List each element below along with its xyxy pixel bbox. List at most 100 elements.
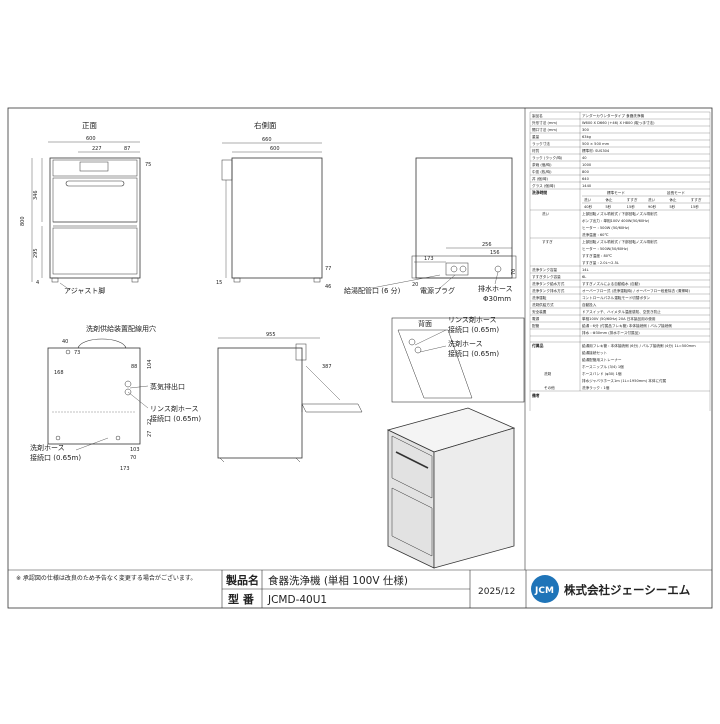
- misc-key: 洗浄タンク給水方式: [532, 281, 565, 286]
- dim-104: 104: [147, 359, 153, 369]
- acc-line: ホースニップル (3/4) 1個: [582, 364, 624, 369]
- misc-key: 電源: [532, 316, 540, 321]
- spec-value: 40: [582, 156, 587, 160]
- company-logo: [531, 575, 559, 603]
- spec-key: グラス (個/時): [532, 183, 556, 188]
- top-label: 洗剤供給装置配線用穴: [86, 324, 156, 333]
- adjuster-label: アジャスト脚: [64, 286, 105, 295]
- dim-27: 27: [147, 431, 153, 437]
- dim-173-rear: 173: [424, 256, 434, 262]
- product-value: 食器洗浄機 (単相 100V 仕様): [268, 574, 408, 587]
- dim-4: 4: [36, 280, 39, 286]
- spec-value: 500 × 500 mm: [582, 142, 610, 146]
- front-title: 正面: [82, 121, 97, 130]
- dim-87: 87: [124, 146, 130, 152]
- acc-line: 給湯配管用ストレーナー: [582, 357, 622, 362]
- dim-70-top: 70: [130, 455, 136, 461]
- misc-value: すすぎノズルによる自動給水 (自動): [582, 281, 640, 286]
- dim-15: 15: [216, 280, 222, 286]
- misc-value: 14L: [582, 268, 589, 272]
- cycle-col: すすぎ: [627, 197, 638, 202]
- cycle-val: 90秒: [648, 204, 657, 209]
- detergent-hose-2b-label: 接続口 (0.65m): [30, 453, 81, 462]
- dim-295: 295: [33, 248, 39, 258]
- spec-value: 63kg: [582, 135, 591, 139]
- back-label: 背面: [418, 319, 432, 328]
- detergent-hose-1b-label: 接続口 (0.65m): [448, 349, 499, 358]
- rinse-head: すすぎ: [542, 239, 553, 244]
- cycle-col: 休止: [669, 197, 677, 202]
- mid-side-view: 955 387: [217, 332, 363, 463]
- rinse-hose-1b-label: 接続口 (0.65m): [448, 325, 499, 334]
- top-view: 洗剤供給装置配線用穴 40 73 168 104 88 103 70 173 2…: [30, 324, 201, 472]
- rinse-line: ヒーター : 500W(50/60Hz): [582, 246, 629, 251]
- acc-sub: 洗剤: [544, 371, 552, 376]
- spec-key: 重量: [532, 134, 540, 139]
- product-label: 製品名: [225, 573, 259, 587]
- dim-227: 227: [92, 146, 102, 152]
- spec-key: 製品名: [532, 113, 543, 118]
- misc-key: 洗浄タンク排水方式: [532, 288, 565, 293]
- rinse-line: すすぎ温度 : 80℃: [582, 253, 612, 258]
- right-title: 右側面: [254, 120, 277, 130]
- spec-key: 中皿 (枚/時): [532, 169, 552, 174]
- front-view: 正面 600 227 87 75 800 346 295 4 アジャスト脚: [20, 121, 151, 295]
- steam-label: 蒸気排出口: [150, 382, 185, 391]
- misc-value: オーバーフロー式 (洗浄運転時) / オーバーフロー段差除去 (清掃時): [582, 288, 691, 293]
- cycle-col: すすぎ: [691, 197, 702, 202]
- spec-value: W600 X D660 (+46) X H800 (取っ手寸法): [582, 120, 655, 125]
- spec-key: 開口寸法 (mm): [532, 127, 558, 132]
- approval-note: ※ 承認図の仕様は改良のため予告なく変更する場合がございます。: [16, 574, 196, 582]
- acc-line: 給湯用フレキ管 : 本体接続側 (6分) / バルブ接続側 (4分) 1L=50…: [582, 343, 696, 348]
- cycle-val: 5秒: [605, 204, 611, 209]
- spec-value: 1000: [582, 163, 592, 167]
- model-value: JCMD-40U1: [267, 594, 327, 606]
- misc-key: すすぎタンク容量: [532, 274, 561, 279]
- dim-660: 660: [262, 137, 272, 143]
- right-side-view: 右側面 660 600 77 46 15: [216, 120, 331, 290]
- mode-long: 延長モード: [667, 190, 685, 195]
- detergent-hose-2-label: 洗剤ホース: [30, 443, 65, 452]
- misc-value: 給湯 : 6分 (付属品フレキ管) 本体接続側 / バルブ接続側: [582, 323, 672, 328]
- dim-600: 600: [86, 136, 96, 142]
- supply-label: 給湯配管口 (6 分): [344, 286, 401, 295]
- spec-key: ラック寸法: [532, 141, 550, 146]
- drain-dia-label: Φ30mm: [483, 295, 511, 303]
- spec-value: 640: [582, 177, 590, 181]
- dim-800: 800: [20, 216, 26, 226]
- misc-value: 6L: [582, 275, 586, 279]
- remarks-head: 備考: [532, 393, 540, 398]
- company-name: 株式会社ジェーシーエム: [564, 583, 691, 597]
- spec-key: 丼 (個/時): [532, 176, 549, 181]
- spec-key: 材質: [532, 148, 540, 153]
- misc-value: コントロールパネル運転モード切替ボタン: [582, 295, 651, 300]
- acc-line: 洗浄ラック : 1個: [582, 385, 610, 390]
- misc-value: 排水 : Φ30mm (排水ホース付属品): [582, 330, 640, 335]
- dim-77: 77: [325, 266, 331, 272]
- misc-key: 安全装置: [532, 309, 547, 314]
- drawing-date: 2025/12: [478, 587, 515, 597]
- spec-table: 製品名アンダーカウンタータイプ 食器洗浄機外形寸法 (mm)W600 X D66…: [529, 111, 711, 411]
- acc-head: 付属品: [532, 343, 544, 348]
- rinse-line: すすぎ量 : 2.0L〜2.5L: [582, 260, 619, 265]
- wash-line: 上部回転ノズル噴射式 / 下部回転ノズル噴射式: [582, 211, 658, 216]
- dim-75: 75: [145, 162, 151, 168]
- company-logo-text: JCM: [534, 586, 554, 596]
- rinse-hose-1-label: リンス剤ホース: [448, 315, 497, 324]
- wash-line: 洗浄温度 : 60℃: [582, 232, 608, 237]
- cycle-val: 15秒: [627, 204, 636, 209]
- cycle-col: 洗い: [648, 197, 656, 202]
- dim-22: 22: [147, 419, 153, 425]
- cycle-val: 15秒: [691, 204, 700, 209]
- cycle-head: 洗浄時間: [532, 190, 547, 195]
- dim-73: 73: [74, 350, 80, 356]
- back-detail: 背面 リンス剤ホース 接続口 (0.65m) 洗剤ホース 接続口 (0.65m): [391, 315, 525, 403]
- dim-46: 46: [325, 284, 331, 290]
- acc-line: 排水ジャバラホース1m (1L=1950mm) 本体に付属: [582, 378, 667, 383]
- misc-key: 洗浄タンク容量: [532, 267, 558, 272]
- spec-key: ラック (ラック/時): [532, 155, 563, 160]
- spec-key: 外形寸法 (mm): [532, 120, 558, 125]
- acc-line: ホースバンド (φ30) 1個: [582, 371, 622, 376]
- dim-173-top: 173: [120, 466, 130, 472]
